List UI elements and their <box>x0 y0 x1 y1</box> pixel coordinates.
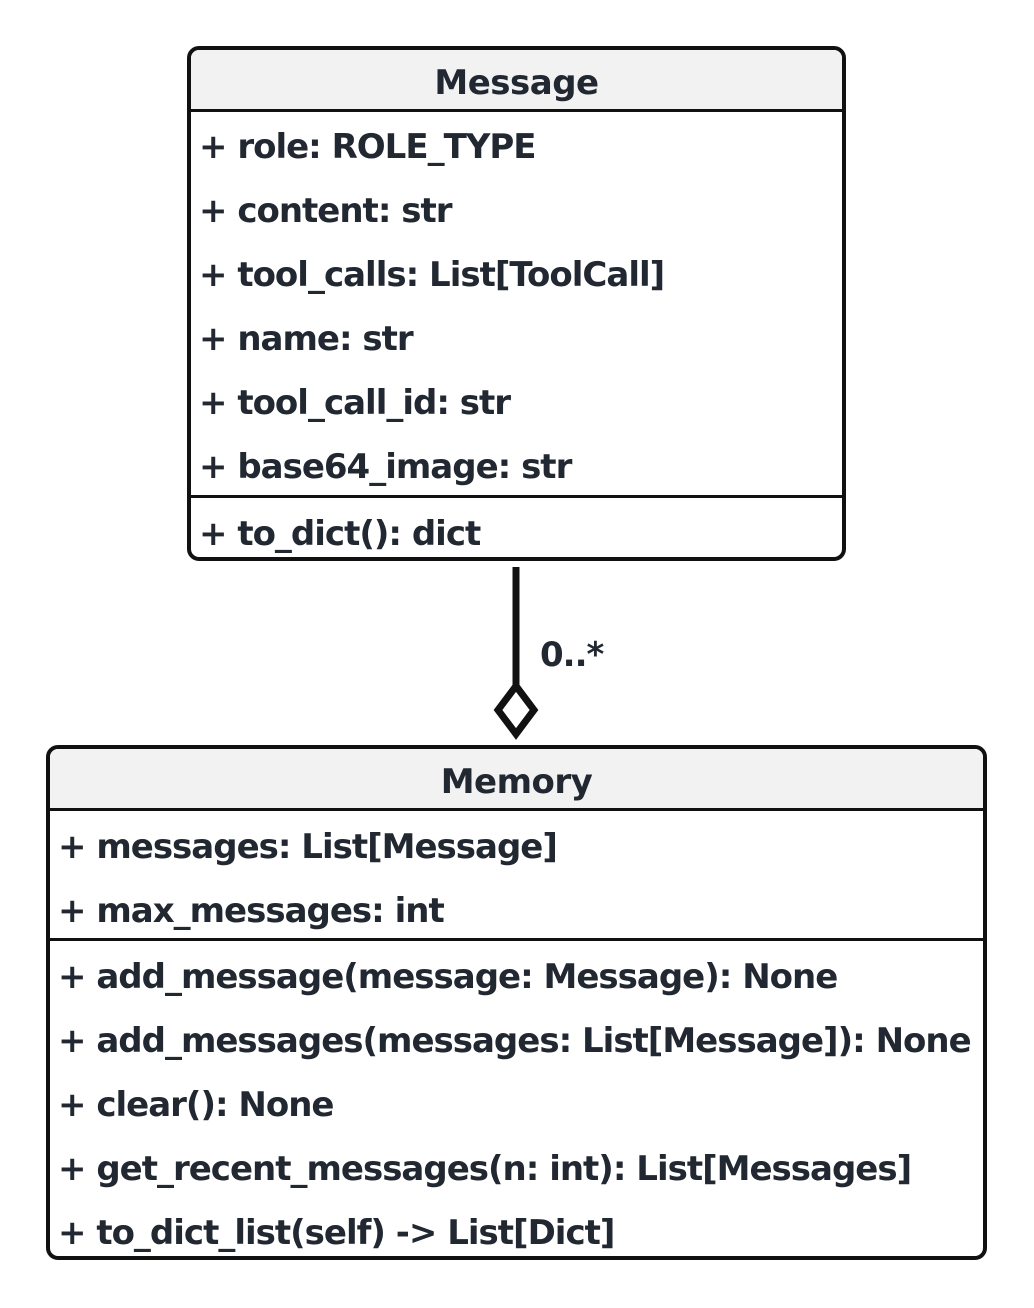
attribute-content: + content: str <box>199 191 453 231</box>
message-class-name: Message <box>191 50 842 112</box>
attribute-messages: + messages: List[Message] <box>58 827 558 867</box>
operation-add-message: + add_message(message: Message): None <box>58 957 838 997</box>
attribute-max-messages: + max_messages: int <box>58 891 445 931</box>
operation-to-dict: + to_dict(): dict <box>199 514 481 554</box>
operation-to-dict-list: + to_dict_list(self) -> List[Dict] <box>58 1213 615 1253</box>
memory-class-name: Memory <box>50 749 983 811</box>
multiplicity-label: 0..* <box>540 635 604 675</box>
attribute-tool-calls: + tool_calls: List[ToolCall] <box>199 255 665 295</box>
aggregation-diamond-icon <box>493 680 539 740</box>
memory-operations: + add_message(message: Message): None + … <box>50 941 983 1256</box>
operation-add-messages: + add_messages(messages: List[Message]):… <box>58 1021 972 1061</box>
operation-clear: + clear(): None <box>58 1085 335 1125</box>
message-attributes: + role: ROLE_TYPE + content: str + tool_… <box>191 112 842 498</box>
message-operations: + to_dict(): dict <box>191 498 842 557</box>
attribute-tool-call-id: + tool_call_id: str <box>199 383 511 423</box>
memory-class-box: Memory + messages: List[Message] + max_m… <box>46 745 987 1260</box>
operation-get-recent-messages: + get_recent_messages(n: int): List[Mess… <box>58 1149 912 1189</box>
message-class-box: Message + role: ROLE_TYPE + content: str… <box>187 46 846 561</box>
attribute-name: + name: str <box>199 319 414 359</box>
attribute-base64-image: + base64_image: str <box>199 447 572 487</box>
memory-attributes: + messages: List[Message] + max_messages… <box>50 811 983 941</box>
attribute-role: + role: ROLE_TYPE <box>199 127 537 167</box>
